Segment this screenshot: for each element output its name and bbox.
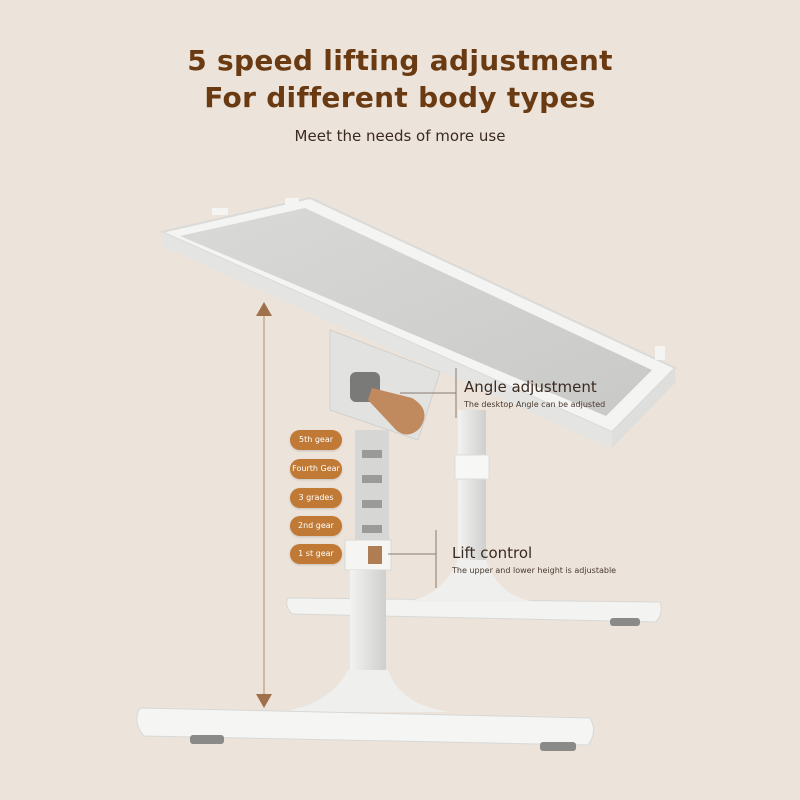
angle-adjustment-desc: The desktop Angle can be adjusted — [464, 400, 606, 409]
gear-badge-4: Fourth Gear — [290, 459, 342, 479]
headline-line-1: 5 speed lifting adjustment — [187, 44, 613, 77]
gear-badge-1: 1 st gear — [290, 544, 342, 564]
back-leg — [400, 410, 540, 602]
gear-badge-5: 5th gear — [290, 430, 342, 450]
lift-control-title: Lift control — [452, 544, 533, 562]
lift-callout-line — [388, 530, 437, 588]
gear-badge-3: 3 grades — [290, 488, 342, 508]
height-arrow — [256, 302, 272, 708]
angle-callout-line — [400, 368, 457, 418]
back-foot — [286, 597, 662, 626]
headline-line-2: For different body types — [204, 81, 596, 114]
gear-badge-2: 2nd gear — [290, 516, 342, 536]
desk-tray — [158, 196, 677, 448]
subtitle: Meet the needs of more use — [294, 127, 506, 145]
front-foot — [136, 707, 594, 751]
angle-hinge — [329, 329, 441, 441]
angle-adjustment-title: Angle adjustment — [464, 378, 597, 396]
front-leg — [280, 430, 450, 712]
lift-control-desc: The upper and lower height is adjustable — [452, 566, 617, 575]
